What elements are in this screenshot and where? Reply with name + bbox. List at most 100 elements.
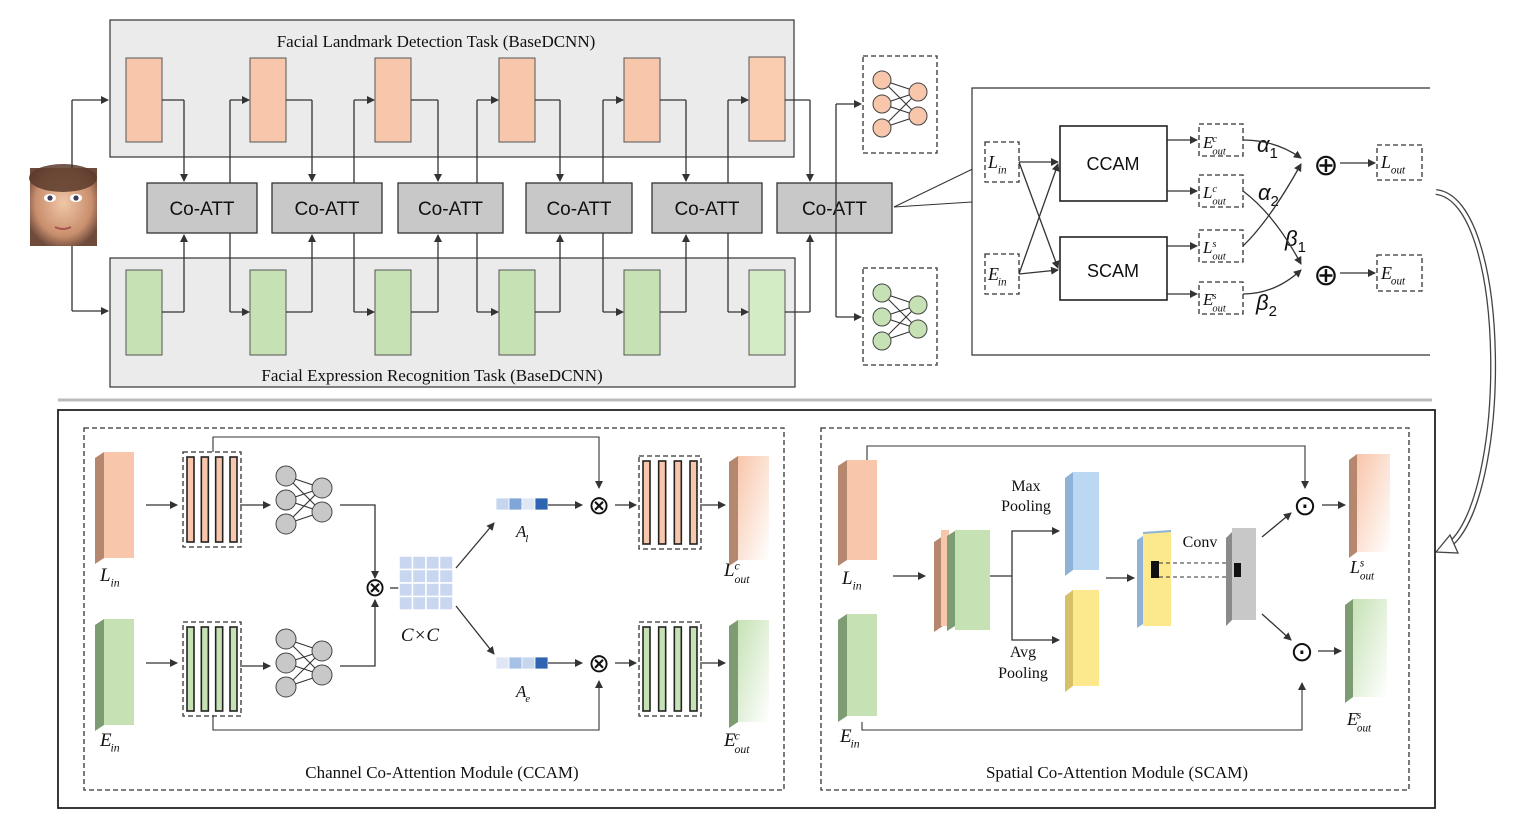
l-in-label: Lin bbox=[987, 152, 1007, 176]
ccam-e-channel-stack bbox=[182, 621, 242, 717]
e-out-s-box bbox=[1198, 281, 1244, 315]
scam-box bbox=[1059, 236, 1168, 301]
top-network: Facial Landmark Detection Task (BaseDCNN… bbox=[29, 19, 938, 388]
fer-node-in-1 bbox=[872, 307, 892, 327]
max-pool-label-1: Max bbox=[1011, 478, 1040, 495]
ccam-e-node-in-0 bbox=[275, 628, 297, 650]
ccam-l-node-out-1 bbox=[311, 501, 333, 523]
fld-classifier-head bbox=[862, 55, 938, 154]
ccam-box bbox=[1059, 125, 1168, 202]
fer-feature-5 bbox=[623, 269, 661, 356]
a-e-label: Ae bbox=[515, 682, 530, 705]
fld-feature-3 bbox=[374, 57, 412, 143]
co-att-label-5: Co-ATT bbox=[674, 199, 739, 220]
fld-node-in-1 bbox=[872, 94, 892, 114]
fer-title: Facial Expression Recognition Task (Base… bbox=[261, 366, 602, 385]
fld-feature-4 bbox=[498, 57, 536, 143]
fld-node-out-1 bbox=[908, 106, 928, 126]
co-att-label-2: Co-ATT bbox=[294, 199, 359, 220]
ccam-l-node-in-2 bbox=[275, 513, 297, 535]
fld-feature-1 bbox=[125, 57, 163, 143]
avg-pool-label-1: Avg bbox=[1010, 644, 1036, 661]
ccam-e-node-out-0 bbox=[311, 640, 333, 662]
l-out-c-box bbox=[1198, 174, 1244, 208]
ccam-label: CCAM bbox=[1087, 154, 1140, 174]
scam-l-in-feature bbox=[838, 460, 877, 566]
l-out-s-box bbox=[1198, 229, 1244, 263]
co-att-box-6 bbox=[776, 182, 893, 234]
scam-e-out-feature bbox=[1345, 599, 1387, 703]
scam-e-in-label: Ein bbox=[839, 726, 860, 751]
alpha-2-label: α2 bbox=[1258, 180, 1279, 210]
cxc-label: C×C bbox=[401, 625, 439, 646]
scam-l-in-label: Lin bbox=[841, 568, 862, 593]
beta-2-label: β2 bbox=[1255, 290, 1277, 320]
fer-feature-1 bbox=[125, 269, 163, 356]
fer-feature-3 bbox=[374, 269, 412, 356]
scam-hadamard-2: ⊙ bbox=[1290, 636, 1313, 667]
plus-top-icon: ⊕ bbox=[1313, 149, 1338, 182]
ccam-title: Channel Co-Attention Module (CCAM) bbox=[305, 763, 578, 782]
fld-node-out-0 bbox=[908, 82, 928, 102]
face-image bbox=[29, 164, 97, 246]
alpha-1-label: α1 bbox=[1257, 132, 1278, 162]
max-pool-label-2: Pooling bbox=[1001, 498, 1051, 515]
co-att-label-3: Co-ATT bbox=[418, 199, 483, 220]
fer-classifier-head bbox=[862, 267, 938, 366]
e-out-box bbox=[1376, 254, 1423, 292]
fer-feature-4 bbox=[498, 269, 536, 356]
ccam-e-node-in-1 bbox=[275, 652, 297, 674]
ccam-e-in-label: Ein bbox=[99, 730, 120, 755]
fer-feature-6 bbox=[748, 269, 786, 356]
spatial-attention-map bbox=[1226, 528, 1256, 626]
ccam-l-in-feature bbox=[95, 452, 134, 564]
l-out-box bbox=[1376, 144, 1423, 181]
conv-label: Conv bbox=[1183, 534, 1218, 551]
fer-node-out-1 bbox=[908, 319, 928, 339]
fld-node-in-2 bbox=[872, 118, 892, 138]
e-in-box bbox=[984, 253, 1020, 295]
fld-node-in-0 bbox=[872, 70, 892, 90]
co-att-box-4 bbox=[525, 182, 633, 234]
attention-vector-l bbox=[495, 497, 549, 511]
fer-panel bbox=[109, 257, 796, 388]
avg-pool-map bbox=[1065, 590, 1099, 692]
fer-node-in-0 bbox=[872, 283, 892, 303]
scam-hadamard-1: ⊙ bbox=[1293, 490, 1316, 521]
scam-title: Spatial Co-Attention Module (SCAM) bbox=[986, 763, 1248, 782]
fld-feature-5 bbox=[623, 57, 661, 143]
fld-panel bbox=[109, 19, 795, 158]
fer-node-in-2 bbox=[872, 331, 892, 351]
ccam-l-node-in-0 bbox=[275, 465, 297, 487]
co-att-box-2 bbox=[271, 182, 383, 234]
ccam-mul-1: ⊗ bbox=[364, 572, 386, 602]
avg-pool-label-2: Pooling bbox=[998, 665, 1048, 682]
co-att-box-1 bbox=[146, 182, 258, 234]
e-in-label: Ein bbox=[987, 264, 1007, 288]
fld-title: Facial Landmark Detection Task (BaseDCNN… bbox=[277, 32, 596, 51]
ccam-mul-2: ⊗ bbox=[588, 490, 610, 520]
ccam-mul-3: ⊗ bbox=[588, 648, 610, 678]
ccam-e-weighted-stack bbox=[638, 621, 702, 717]
attention-vector-e bbox=[495, 656, 549, 670]
ccam-detail: Channel Co-Attention Module (CCAM) ⊗ Lin… bbox=[83, 427, 785, 791]
plus-bottom-icon: ⊕ bbox=[1313, 259, 1338, 292]
ccam-e-in-feature bbox=[95, 619, 134, 731]
beta-1-label: β1 bbox=[1284, 226, 1306, 256]
co-att-label-6: Co-ATT bbox=[802, 199, 867, 220]
scam-l-out-feature bbox=[1349, 454, 1390, 558]
co-att-label-1: Co-ATT bbox=[169, 199, 234, 220]
ccam-l-weighted-stack bbox=[638, 455, 702, 550]
ccam-l-channel-stack bbox=[182, 451, 242, 548]
scam-label: SCAM bbox=[1087, 261, 1139, 281]
co-att-box-3 bbox=[397, 182, 504, 234]
fld-feature-6 bbox=[748, 56, 786, 142]
conv-kernel bbox=[1151, 561, 1159, 578]
